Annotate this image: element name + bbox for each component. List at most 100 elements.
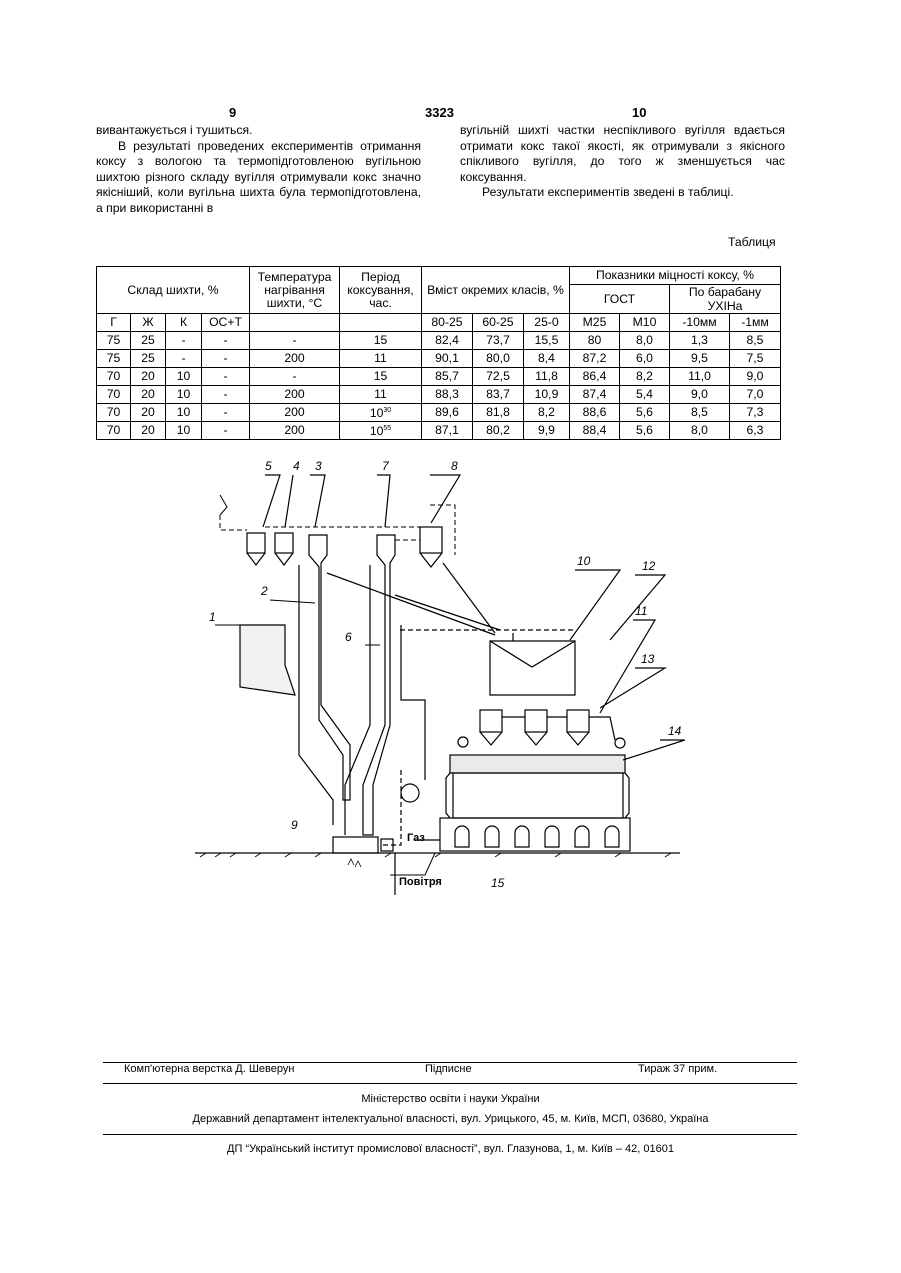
footer-ministry: Міністерство освіти і науки України [0, 1093, 901, 1105]
table-row: 702010-200103089,681,88,288,65,68,57,3 [97, 404, 781, 422]
subheader-cell: М25 [570, 314, 620, 332]
label-15: 15 [491, 876, 505, 890]
page-number-right: 10 [632, 105, 646, 120]
table-cell: 9,9 [524, 422, 570, 440]
table-cell: 11 [340, 386, 422, 404]
table-cell: - [250, 332, 340, 350]
table-cell: 11,0 [670, 368, 730, 386]
results-sentence: Результати експериментів зведені в табли… [460, 185, 785, 201]
table-cell: 8,4 [524, 350, 570, 368]
results-table: Склад шихти, % Температура нагрівання ши… [96, 266, 781, 440]
air-label: Повітря [399, 876, 442, 888]
table-cell: 200 [250, 386, 340, 404]
table-row: 7525--2001190,180,08,487,26,09,57,5 [97, 350, 781, 368]
table-cell: 5,4 [620, 386, 670, 404]
table-cell: 87,1 [422, 422, 473, 440]
subheader-cell: ОС+Т [202, 314, 250, 332]
subheader-cell: 25-0 [524, 314, 570, 332]
label-7: 7 [382, 459, 390, 473]
table-cell: 86,4 [570, 368, 620, 386]
table-caption: Таблиця [728, 235, 776, 249]
page-number-left: 9 [229, 105, 236, 120]
footer-institute: ДП “Український інститут промислової вла… [0, 1143, 901, 1155]
table-cell: 200 [250, 422, 340, 440]
table-cell: 70 [97, 386, 131, 404]
subheader-cell: К [166, 314, 202, 332]
table-cell: 80,2 [473, 422, 524, 440]
gas-pump [401, 784, 419, 802]
table-cell: 7,0 [730, 386, 781, 404]
table-cell: 8,5 [670, 404, 730, 422]
table-cell: - [202, 332, 250, 350]
table-cell: 9,0 [730, 368, 781, 386]
table-cell: 8,0 [620, 332, 670, 350]
table-cell: 15 [340, 332, 422, 350]
table-cell: 10,9 [524, 386, 570, 404]
table-cell: 81,8 [473, 404, 524, 422]
footer-layout: Комп'ютерна верстка Д. Шеверун [124, 1063, 294, 1075]
label-5: 5 [265, 459, 272, 473]
hopper-1 [240, 625, 295, 695]
label-10: 10 [577, 554, 591, 568]
table-cell: 8,2 [524, 404, 570, 422]
header-gost: ГОСТ [570, 285, 670, 314]
label-12: 12 [642, 559, 656, 573]
table-cell: 82,4 [422, 332, 473, 350]
table-cell: 83,7 [473, 386, 524, 404]
table-cell: 87,2 [570, 350, 620, 368]
footer-department: Державний департамент інтелектуальної вл… [0, 1113, 901, 1125]
table-cell: 10 [166, 422, 202, 440]
footer-rule-bottom [103, 1134, 797, 1135]
furnace-9 [333, 837, 378, 853]
table-row: 702010-200105587,180,29,988,45,68,06,3 [97, 422, 781, 440]
table-cell: 7,5 [730, 350, 781, 368]
label-9: 9 [291, 818, 298, 832]
table-cell: 80,0 [473, 350, 524, 368]
subheader-cell: -10мм [670, 314, 730, 332]
table-cell: 88,6 [570, 404, 620, 422]
table-cell: - [202, 404, 250, 422]
table-cell: 1030 [340, 404, 422, 422]
label-14: 14 [668, 724, 682, 738]
header-temperature: Температура нагрівання шихти, °С [250, 267, 340, 314]
subheader-cell: 60-25 [473, 314, 524, 332]
table-cell: 85,7 [422, 368, 473, 386]
table-cell: 7,3 [730, 404, 781, 422]
table-cell: 6,0 [620, 350, 670, 368]
table-cell: 89,6 [422, 404, 473, 422]
table-cell: 1,3 [670, 332, 730, 350]
footer-circulation: Тираж 37 прим. [638, 1063, 717, 1075]
table-cell: 70 [97, 422, 131, 440]
table-cell: 88,4 [570, 422, 620, 440]
left-column: вивантажується і тушиться. В результаті … [96, 123, 421, 217]
table-cell: 6,3 [730, 422, 781, 440]
footer-signed: Підписне [425, 1063, 472, 1075]
right-column-paragraph: вугільній шихті частки неспікливого вугі… [460, 123, 785, 185]
table-cell: 8,0 [670, 422, 730, 440]
table-row: 702010-2001188,383,710,987,45,49,07,0 [97, 386, 781, 404]
cyclone-8 [420, 527, 442, 553]
table-cell: 8,5 [730, 332, 781, 350]
table-cell: 10 [166, 368, 202, 386]
subheader-cell: Ж [131, 314, 166, 332]
charger-left [480, 710, 502, 732]
label-3: 3 [315, 459, 322, 473]
table-cell: 25 [131, 332, 166, 350]
table-cell: - [202, 368, 250, 386]
coke-oven-14 [453, 773, 623, 818]
subheader-cell: Г [97, 314, 131, 332]
label-4: 4 [293, 459, 300, 473]
table-cell: 73,7 [473, 332, 524, 350]
left-column-line: вивантажується і тушиться. [96, 123, 421, 139]
subheader-cell: -1мм [730, 314, 781, 332]
table-cell: - [166, 350, 202, 368]
table-cell: 72,5 [473, 368, 524, 386]
table-cell: 70 [97, 404, 131, 422]
footer-rule-middle [103, 1083, 797, 1084]
table-cell: 88,3 [422, 386, 473, 404]
table-cell: 70 [97, 368, 131, 386]
cyclone-5 [247, 533, 265, 553]
header-period: Період коксування, час. [340, 267, 422, 314]
label-2: 2 [260, 584, 268, 598]
table-cell: 11,8 [524, 368, 570, 386]
